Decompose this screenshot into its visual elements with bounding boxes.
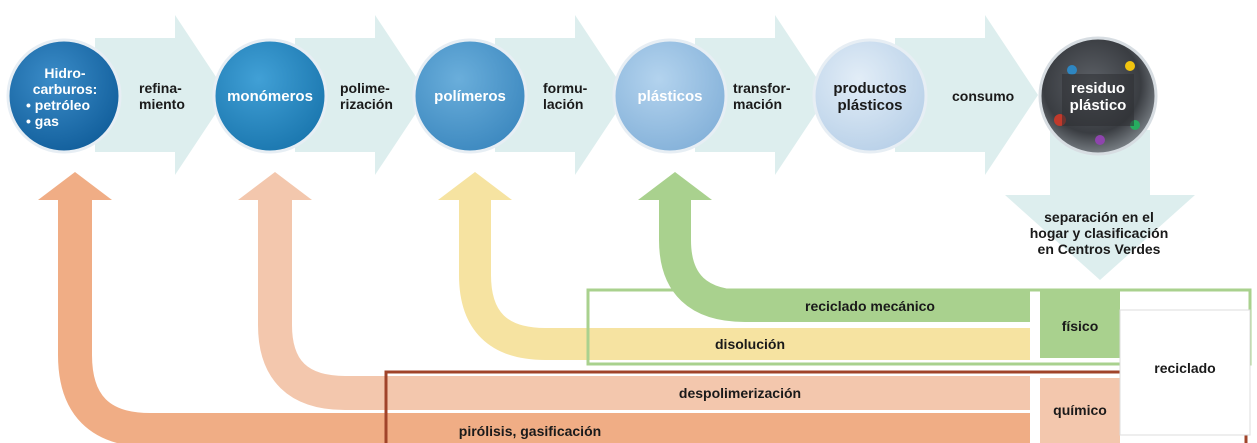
hidrocarburos-item-petroleo: • petróleo: [26, 97, 91, 113]
plasticos-label: plásticos: [637, 87, 703, 105]
despolimerizacion-arrow: [258, 198, 1030, 410]
flow-arrow-1: [95, 15, 228, 175]
pirolisis-arrow-head: [38, 172, 112, 200]
formulacion-label: formu- lación: [543, 80, 588, 112]
pirolisis-arrow: [58, 198, 1030, 443]
pirolisis-label: pirólisis, gasificación: [458, 423, 602, 439]
despolimerizacion-label: despolimerización: [678, 385, 802, 401]
flow-arrow-5: [895, 15, 1038, 175]
stage-circles: [6, 36, 1158, 156]
recycling-arrows: [38, 172, 1030, 443]
quimico-fill: [1040, 378, 1120, 443]
polimeros-circle: [412, 38, 528, 154]
quimico-label: químico: [1053, 402, 1107, 418]
productos-circle: [812, 38, 928, 154]
transformacion-label: transfor- mación: [733, 80, 791, 112]
monomeros-label: monómeros: [227, 87, 313, 105]
mecanico-arrow-head: [638, 172, 712, 200]
refinamiento-label: refina- miento: [139, 80, 185, 112]
mecanico-label: reciclado mecánico: [805, 298, 935, 314]
disolucion-label: disolución: [715, 336, 785, 352]
polimerizacion-label: polime- rización: [340, 80, 393, 112]
flow-arrow-4: [695, 15, 828, 175]
hidrocarburos-title: Hidro- carburos:: [32, 65, 98, 97]
despolimerizacion-arrow-head: [238, 172, 312, 200]
category-boxes: [384, 288, 1252, 443]
monomeros-circle: [212, 38, 328, 154]
flow-arrow-3: [495, 15, 628, 175]
hidrocarburos-label: Hidro- carburos: • petróleo • gas: [20, 58, 110, 136]
fisico-fill: [1040, 290, 1120, 358]
flow-arrow-2: [295, 15, 428, 175]
plasticos-circle: [612, 38, 728, 154]
separation-label: separación en el hogar y clasificación e…: [1029, 209, 1169, 257]
polimeros-label: polímeros: [434, 87, 506, 105]
flow-arrows: [95, 15, 1195, 280]
hidrocarburos-circle: [6, 38, 122, 154]
productos-label: productos plásticos: [833, 80, 907, 114]
fisico-label: físico: [1061, 318, 1099, 334]
consumo-label: consumo: [952, 88, 1015, 104]
separation-down-arrow: [1005, 130, 1195, 280]
reciclado-box: [1119, 309, 1251, 436]
residuo-label: residuo plástico: [1069, 80, 1127, 114]
hidrocarburos-item-gas: • gas: [26, 113, 59, 129]
disolucion-arrow-head: [438, 172, 512, 200]
disolucion-arrow: [459, 198, 1030, 360]
reciclado-label: reciclado: [1154, 360, 1216, 376]
